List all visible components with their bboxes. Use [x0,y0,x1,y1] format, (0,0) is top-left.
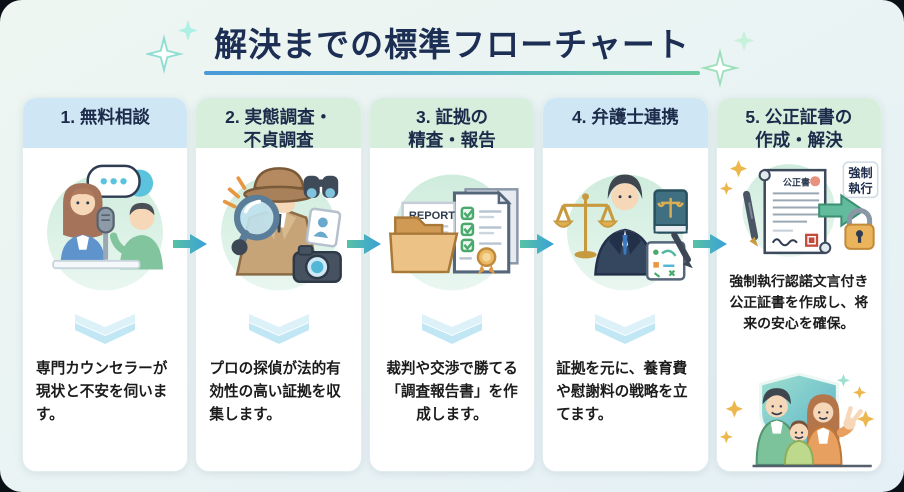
step-5-description: 強制執行認諾文言付き公正証書を作成し、将来の安心を確保。 [729,273,869,331]
sparkle-icon [146,20,198,74]
lawyer-scales-icon [553,174,694,291]
chevron-down-icon [243,314,315,344]
flow-arrow-icon [346,232,382,256]
chevron-down-icon [69,314,141,344]
step-card-3: 3. 証拠の 精査・報告 [368,97,536,472]
step-5-title: 5. 公正証書の 作成・解決 [716,98,882,150]
flow-arrow-icon [172,232,208,256]
step-3-title: 3. 証拠の 精査・報告 [369,98,535,150]
step-1-description: 専門カウンセラーが現状と不安を伺います。 [36,361,168,423]
steps-row: 1. 無料相談 [22,97,883,472]
chevron-down-icon [416,314,488,344]
step-card-4: 4. 弁護士連携 [542,97,709,472]
family-illustration [718,370,880,471]
step-card-5: 5. 公正証書の 作成・解決 公正書 [715,97,883,472]
report-illustration: REPORT [378,156,526,304]
svg-text:REPORT: REPORT [409,210,455,222]
detective-icon [220,167,342,291]
investigation-illustration [205,156,353,304]
svg-text:公正書: 公正書 [783,176,810,187]
step-2-title: 2. 実態調査・ 不貞調査 [196,98,361,150]
step-4-description: 証拠を元に、養育費や慰謝料の戦略を立てます。 [556,361,688,423]
report-folder-icon: REPORT [389,174,519,291]
step-3-description: 裁判や交渉で勝てる「調査報告書」を作成します。 [386,361,518,423]
step-card-1: 1. 無料相談 [22,97,189,472]
step-1-title: 1. 無料相談 [23,98,188,148]
svg-text:強制: 強制 [848,165,872,180]
step-card-2: 2. 実態調査・ 不貞調査 [195,97,362,472]
chevron-down-icon [589,314,661,344]
title-underline [204,70,700,75]
svg-text:執行: 執行 [848,180,872,195]
notarized-deed-illustration: 公正書 強制 執行 [718,152,880,269]
flow-arrow-icon [692,232,728,256]
notary-document-icon: 公正書 強制 執行 [719,160,879,257]
page-title: 解決までの標準フローチャート [214,26,690,63]
step-2-description: プロの探偵が法的有効性の高い証拠を収集します。 [209,361,341,423]
sparkle-icon [700,30,754,88]
flow-arrow-icon [519,232,555,256]
lawyer-illustration [551,156,699,304]
title-block: 解決までの標準フローチャート [0,0,904,88]
protected-family-icon [719,372,875,468]
counselor-interview-icon [47,164,164,291]
consultation-illustration [31,156,179,304]
step-4-title: 4. 弁護士連携 [543,98,708,148]
